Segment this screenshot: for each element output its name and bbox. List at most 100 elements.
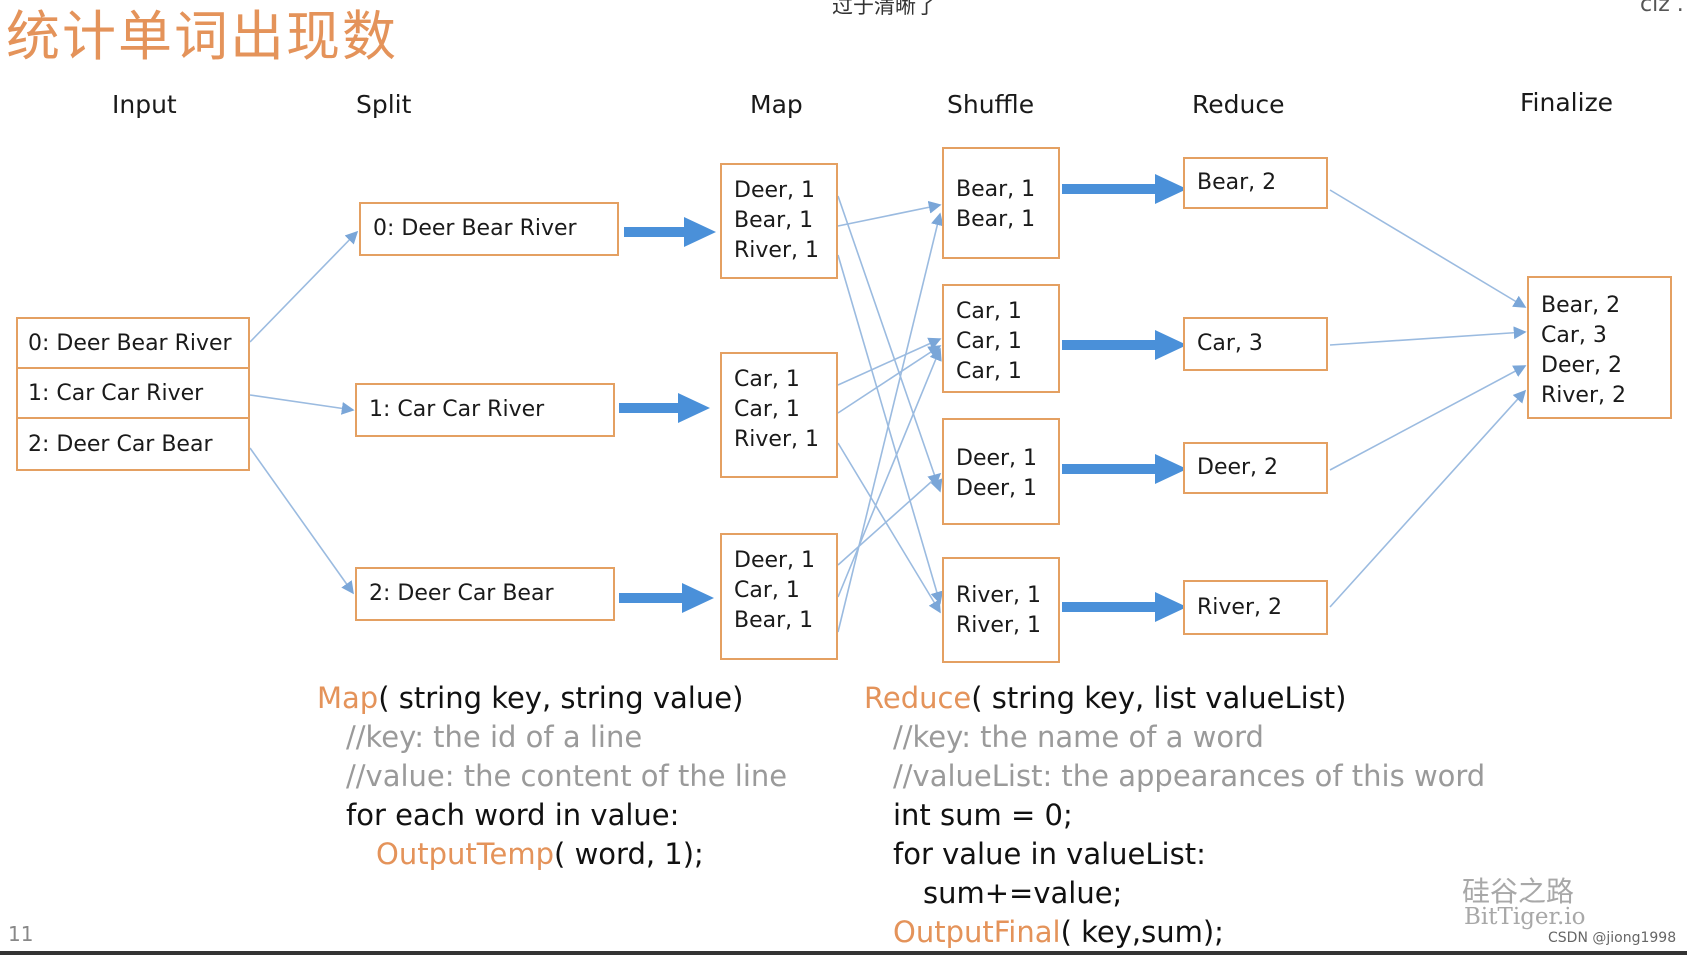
- reduce-code-block: Reduce( string key, list valueList) //ke…: [864, 679, 1485, 952]
- shuffle-entry: Deer, 1: [956, 446, 1038, 471]
- finalize-entry: Deer, 2: [1541, 353, 1623, 378]
- reduce-call-args: ( key,sum);: [1060, 915, 1224, 949]
- map-box-1: Car, 1 Car, 1 River, 1: [720, 352, 838, 478]
- thick-arrow-shuffle-reduce-3: [1062, 454, 1187, 484]
- shuffle-entry: River, 1: [956, 583, 1041, 608]
- map-shuffle-line: [837, 345, 942, 414]
- map-entry: Deer, 1: [734, 548, 816, 573]
- input-line-2: 2: Deer Car Bear: [28, 431, 213, 457]
- csdn-credit: CSDN @jiong1998: [1548, 930, 1677, 946]
- thick-arrow-split-map-2: [619, 393, 710, 423]
- column-header-finalize: Finalize: [1520, 88, 1614, 117]
- reduce-finalize-line-2: [1329, 326, 1527, 346]
- watermark-chinese: 硅谷之路: [1462, 875, 1575, 908]
- map-entry: River, 1: [734, 238, 819, 263]
- map-loop-line: for each word in value:: [346, 798, 680, 832]
- thick-arrow-split-map-3: [619, 583, 714, 613]
- shuffle-entry: Car, 1: [956, 299, 1022, 324]
- map-shuffle-line: [837, 347, 942, 598]
- shuffle-box-bear: Bear, 1 Bear, 1: [942, 147, 1060, 259]
- shuffle-entry: Car, 1: [956, 329, 1022, 354]
- map-comment-value: //value: the content of the line: [346, 759, 788, 793]
- top-right-note: clz .: [1640, 0, 1684, 17]
- shuffle-entry: Deer, 1: [956, 476, 1038, 501]
- map-signature-line: Map( string key, string value): [317, 679, 787, 718]
- map-shuffle-line: [837, 472, 942, 566]
- reduce-box-river: River, 2: [1183, 580, 1328, 635]
- finalize-entry: Bear, 2: [1541, 293, 1621, 318]
- shuffle-box-deer: Deer, 1 Deer, 1: [942, 418, 1060, 525]
- thick-arrow-shuffle-reduce-4: [1062, 592, 1187, 622]
- map-call-name: OutputTemp: [376, 837, 555, 871]
- map-shuffle-line: [837, 212, 944, 633]
- input-line-0: 0: Deer Bear River: [18, 319, 248, 369]
- input-line-1: 1: Car Car River: [18, 369, 248, 419]
- reduce-comment-valuelist: //valueList: the appearances of this wor…: [893, 759, 1486, 793]
- shuffle-box-car: Car, 1 Car, 1 Car, 1: [942, 284, 1060, 393]
- reduce-signature-line: Reduce( string key, list valueList): [864, 679, 1485, 718]
- map-comment-key: //key: the id of a line: [346, 720, 643, 754]
- bottom-border: [0, 951, 1687, 955]
- input-box: 0: Deer Bear River 1: Car Car River 2: D…: [16, 317, 250, 471]
- map-entry: Car, 1: [734, 578, 800, 603]
- column-header-reduce: Reduce: [1192, 90, 1285, 119]
- reduce-signature: ( string key, list valueList): [971, 681, 1347, 715]
- shuffle-box-river: River, 1 River, 1: [942, 557, 1060, 663]
- page-number: 11: [8, 922, 34, 946]
- map-entry: Bear, 1: [734, 208, 814, 233]
- finalize-entry: River, 2: [1541, 383, 1626, 408]
- shuffle-entry: River, 1: [956, 613, 1041, 638]
- thick-arrow-shuffle-reduce-1: [1062, 174, 1187, 204]
- split-box-0: 0: Deer Bear River: [359, 202, 619, 256]
- reduce-loop-line: for value in valueList:: [893, 837, 1206, 871]
- reduce-finalize-line-3: [1329, 365, 1527, 471]
- split-box-1: 1: Car Car River: [355, 383, 615, 437]
- slide-title: 统计单词出现数: [6, 5, 398, 68]
- map-entry: Car, 1: [734, 367, 800, 392]
- map-entry: River, 1: [734, 427, 819, 452]
- reduce-init-line: int sum = 0;: [893, 798, 1073, 832]
- map-shuffle-line: [837, 254, 943, 605]
- thick-arrow-split-map-1: [624, 217, 716, 247]
- finalize-box: Bear, 2 Car, 3 Deer, 2 River, 2: [1527, 276, 1672, 419]
- shuffle-entry: Bear, 1: [956, 207, 1036, 232]
- reduce-fn-name: Reduce: [864, 681, 972, 715]
- shuffle-entry: Car, 1: [956, 359, 1022, 384]
- shuffle-entry: Bear, 1: [956, 177, 1036, 202]
- column-header-map: Map: [750, 90, 803, 119]
- reduce-call-name: OutputFinal: [893, 915, 1061, 949]
- reduce-box-bear: Bear, 2: [1183, 157, 1328, 209]
- map-fn-name: Map: [317, 681, 379, 715]
- map-entry: Car, 1: [734, 397, 800, 422]
- thick-arrow-shuffle-reduce-2: [1062, 330, 1187, 360]
- column-header-input: Input: [112, 90, 177, 119]
- map-box-2: Deer, 1 Car, 1 Bear, 1: [720, 533, 838, 660]
- finalize-entry: Car, 3: [1541, 323, 1607, 348]
- map-shuffle-line: [837, 195, 943, 493]
- watermark-bittiger: BitTiger.io: [1464, 904, 1586, 930]
- split-box-2: 2: Deer Car Bear: [355, 567, 615, 621]
- map-box-0: Deer, 1 Bear, 1 River, 1: [720, 163, 838, 279]
- reduce-finalize-line-4: [1329, 389, 1527, 608]
- input-split-line-3: [249, 447, 354, 595]
- reduce-box-car: Car, 3: [1183, 317, 1328, 371]
- map-shuffle-line: [837, 200, 942, 227]
- column-header-shuffle: Shuffle: [947, 90, 1035, 119]
- reduce-sum-line: sum+=value;: [923, 876, 1123, 910]
- map-entry: Bear, 1: [734, 608, 814, 633]
- map-call-args: ( word, 1);: [554, 837, 704, 871]
- reduce-finalize-line-1: [1329, 189, 1527, 308]
- top-center-note: 过于清晰了: [832, 0, 937, 18]
- input-split-line-1: [249, 230, 359, 343]
- map-code-block: Map( string key, string value) //key: th…: [317, 679, 787, 874]
- reduce-box-deer: Deer, 2: [1183, 442, 1328, 494]
- input-split-line-2: [249, 394, 355, 415]
- map-shuffle-line: [837, 442, 941, 614]
- column-header-split: Split: [356, 90, 412, 119]
- map-call-line: OutputTemp( word, 1);: [317, 835, 787, 874]
- reduce-comment-key: //key: the name of a word: [893, 720, 1264, 754]
- reduce-call-line: OutputFinal( key,sum);: [864, 913, 1485, 952]
- map-signature: ( string key, string value): [378, 681, 744, 715]
- map-entry: Deer, 1: [734, 178, 816, 203]
